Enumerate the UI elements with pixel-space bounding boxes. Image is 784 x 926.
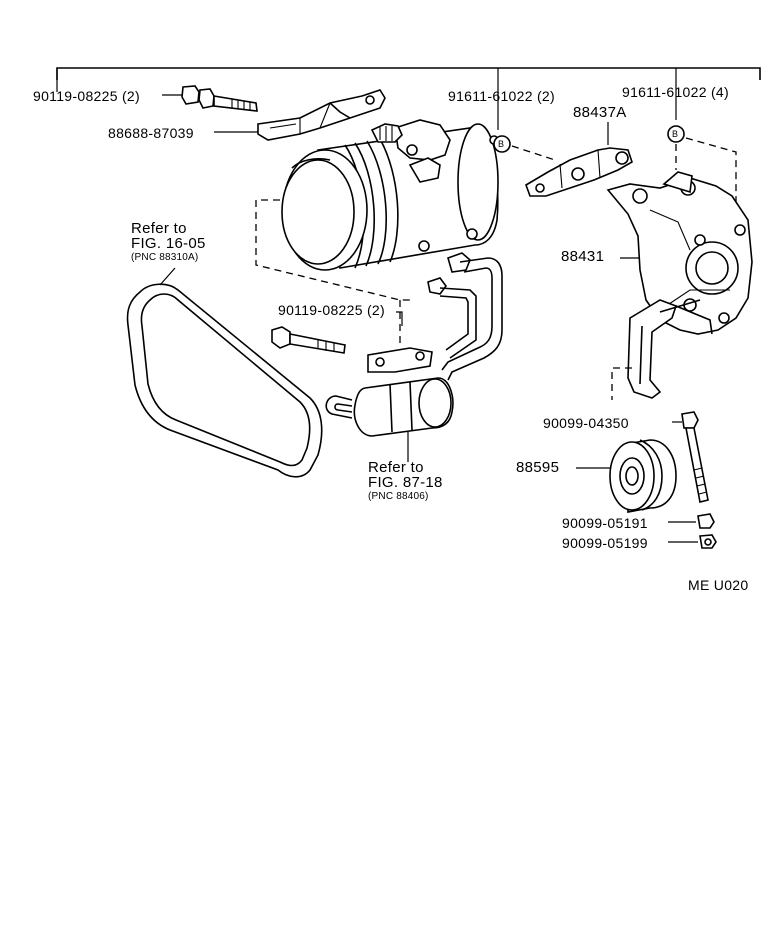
- nut-90099-05191: [668, 513, 715, 529]
- callout-b-left: [493, 135, 556, 161]
- label-bolt-91611-61022-4: 91611-61022 (4): [622, 84, 729, 100]
- label-receiver-refer-line3: (PNC 88406): [368, 491, 429, 502]
- bolt-middle-leader: [396, 311, 403, 326]
- label-bracket-88688-87039: 88688-87039: [108, 125, 194, 141]
- label-stay-88437a: 88437A: [573, 104, 627, 121]
- label-pulley-88595: 88595: [516, 459, 560, 476]
- callout-b-left-letter: B: [498, 139, 505, 149]
- label-receiver-refer-line1: Refer to: [368, 459, 424, 476]
- label-bolt-90119-08225-top: 90119-08225 (2): [33, 88, 140, 104]
- bolt-90099-04350: [672, 411, 709, 503]
- stay-88437a: [525, 122, 633, 197]
- label-nut-90099-05191: 90099-05191: [562, 515, 648, 531]
- bolt-90119-08225-middle: [271, 326, 346, 354]
- label-receiver-refer-line2[interactable]: FIG. 87-18: [368, 474, 443, 491]
- label-bracket-88431: 88431: [561, 248, 605, 265]
- drive-belt: [126, 267, 323, 478]
- label-belt-refer-line1: Refer to: [131, 220, 187, 237]
- callout-b-right: [667, 125, 737, 205]
- callout-b-right-letter: B: [672, 129, 679, 139]
- nut-90099-05199: [668, 534, 717, 549]
- ac-hose-tube: [427, 252, 503, 381]
- bracket-88431: [606, 171, 753, 400]
- label-belt-refer-line2[interactable]: FIG. 16-05: [131, 235, 206, 252]
- label-nut-90099-05199: 90099-05199: [562, 535, 648, 551]
- bracket-88688-87039: [214, 89, 386, 141]
- label-bolt-90119-08225-middle: 90119-08225 (2): [278, 302, 385, 318]
- bolt-90119-08225-top: [162, 85, 258, 112]
- label-belt-refer-line3: (PNC 88310A): [131, 252, 199, 263]
- label-bolt-91611-61022-2: 91611-61022 (2): [448, 88, 555, 104]
- assembly-bracket-line: [56, 67, 761, 130]
- ac-compressor: [255, 119, 499, 345]
- receiver-dryer: [325, 347, 454, 462]
- figure-code: ME U020: [688, 577, 749, 593]
- label-bolt-90099-04350: 90099-04350: [543, 415, 629, 431]
- idler-pulley-88595: [576, 439, 677, 513]
